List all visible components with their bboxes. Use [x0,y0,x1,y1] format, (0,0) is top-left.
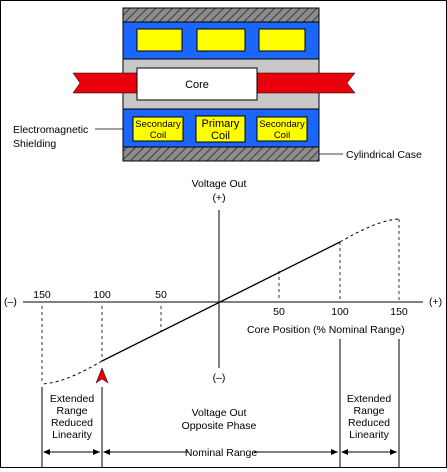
secondary-coil-right-label-line1: Secondary [259,119,305,130]
x-axis-right-sign: (+) [429,296,442,308]
tick-left-50: 50 [155,289,167,301]
x-axis-label: Core Position (% Nominal Range) [247,324,405,336]
transformer-assembly: Core Secondary Coil Primary Coil Seconda… [13,7,422,162]
right-region-label-line1: Extended [347,393,392,405]
primary-coil [195,115,246,143]
position-marker-arrow [95,367,109,384]
rod-left [72,72,140,94]
tick-left-150: 150 [33,289,51,301]
y-axis-bottom-label-line3: Opposite Phase [182,420,257,432]
extended-range-curve-right [339,218,400,243]
tick-right-100: 100 [331,306,349,318]
output-graph: Voltage Out (+) (–) Voltage Out Opposite… [4,178,442,467]
linear-range-curve [101,241,341,362]
shielding-label-line1: Electromagnetic [13,124,88,136]
case-top [122,7,320,23]
primary-coil-label-line2: Coil [211,130,230,142]
right-region-label-line2: Range [354,405,385,417]
case-bottom [122,146,320,162]
right-region-label-line4: Linearity [349,429,389,441]
secondary-coil-left-label-line2: Coil [150,130,166,141]
tick-left-100: 100 [93,289,111,301]
core-label: Core [185,79,209,91]
case-label: Cylindrical Case [346,149,422,161]
core [136,67,258,101]
right-region-label-line3: Reduced [348,417,390,429]
secondary-coil-right-label-line2: Coil [274,130,290,141]
upper-coil-right [258,28,306,52]
left-region-label-line1: Extended [50,393,95,405]
tick-right-150: 150 [390,306,408,318]
extended-range-curve-left [41,360,103,385]
secondary-coil-left-label-line1: Secondary [135,119,181,130]
secondary-coil-left [132,116,184,142]
shielding-label-line2: Shielding [13,138,56,150]
tick-right-50: 50 [273,306,285,318]
rod-right [256,72,356,94]
upper-coil-left [136,28,183,52]
y-axis-top-label-line2: (+) [212,192,225,204]
primary-coil-label-line1: Primary [202,118,240,130]
secondary-coil-right [256,116,308,142]
x-axis-left-sign: (–) [4,296,17,308]
y-axis-bottom-label-line1: (–) [213,372,226,384]
left-region-label-line2: Range [57,405,88,417]
upper-coil-middle [196,28,246,52]
nominal-range-label: Nominal Range [185,447,258,459]
y-axis-top-label-line1: Voltage Out [192,178,247,190]
y-axis-bottom-label-line2: Voltage Out [192,407,247,419]
left-region-label-line4: Linearity [52,429,92,441]
left-region-label-line3: Reduced [51,417,93,429]
